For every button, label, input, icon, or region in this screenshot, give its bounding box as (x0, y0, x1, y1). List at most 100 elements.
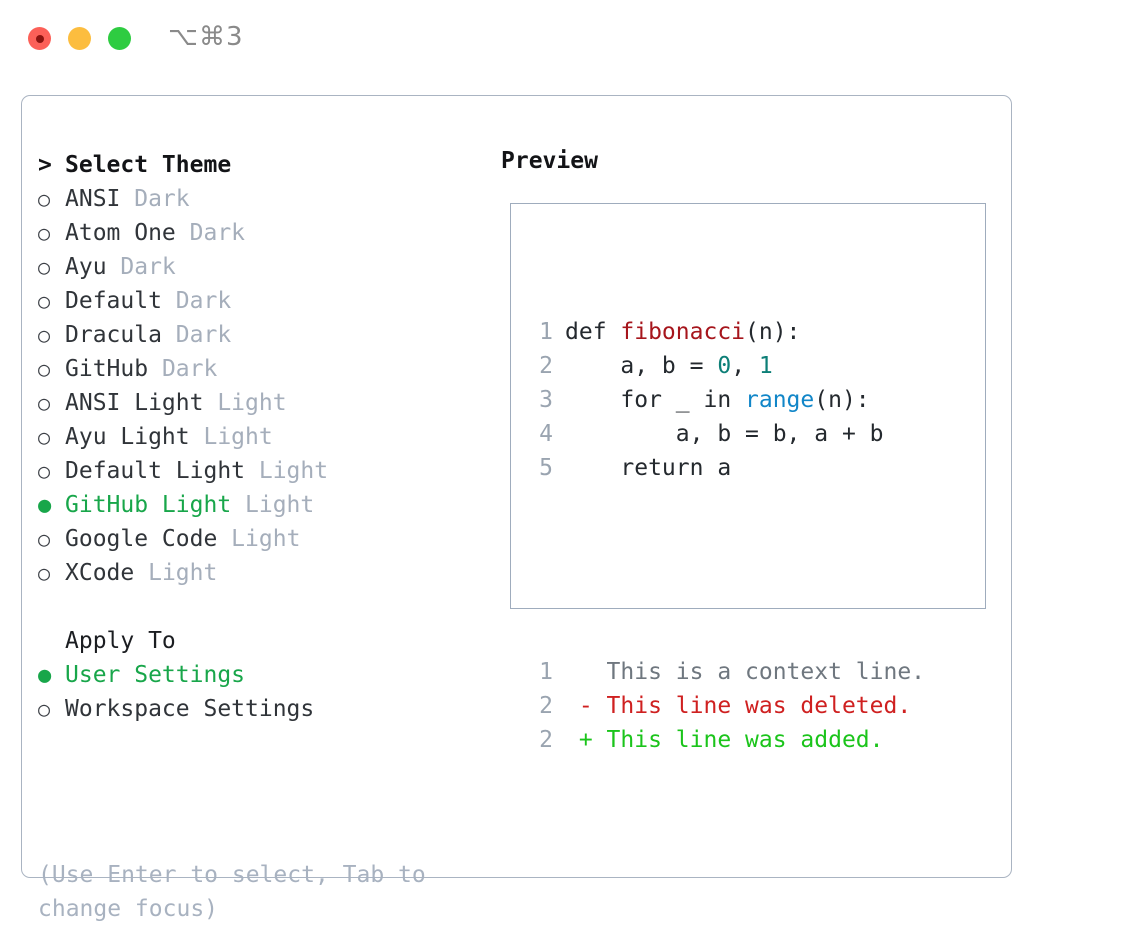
theme-selector-panel: > Select Theme ○ANSI Dark○Atom One Dark○… (21, 95, 1012, 922)
theme-option-name: ANSI (65, 186, 121, 212)
code-token-plain: , (731, 353, 759, 379)
radio-unselected-icon[interactable]: ○ (38, 391, 51, 415)
radio-unselected-icon[interactable]: ○ (38, 357, 51, 381)
keyboard-shortcut-label: ⌥⌘3 (168, 22, 244, 52)
theme-option-variant: Dark (106, 254, 176, 280)
diff-sign: + (565, 727, 607, 753)
theme-option-ayu-light[interactable]: ○ Ayu Light Light (38, 420, 478, 454)
radio-unselected-icon[interactable]: ○ (38, 289, 51, 313)
diff-line-ctx: 1 This is a context line. (529, 655, 925, 689)
theme-option-xcode[interactable]: ○ XCode Light (38, 556, 478, 590)
code-token-plain: (n): (745, 319, 801, 345)
theme-option-dracula[interactable]: ○Dracula Dark (38, 318, 478, 352)
theme-option-variant: Light (134, 560, 218, 586)
theme-option-google-code[interactable]: ○Google Code Light (38, 522, 478, 556)
close-button-inner-dot (35, 34, 44, 43)
theme-options-list: ○ ANSI Dark ○ Atom One Dark ○ Ayu Dark ○ Defaul… (38, 182, 478, 590)
radio-unselected-icon[interactable]: ○ (38, 221, 51, 245)
radio-unselected-icon[interactable]: ○ (38, 527, 51, 551)
radio-unselected-icon[interactable]: ○ (38, 255, 51, 279)
diff-text: This line was deleted. (606, 693, 912, 719)
line-number: 2 (539, 727, 553, 753)
radio-unselected-icon[interactable]: ○ (38, 561, 51, 585)
window-titlebar: ⌥⌘3 (0, 0, 1140, 76)
theme-option-variant: Dark (161, 288, 232, 314)
theme-option-atom-one[interactable]: ○ Atom One Dark (38, 216, 478, 250)
apply-to-option-workspace-settings[interactable]: ○Workspace Settings (38, 692, 478, 726)
theme-option-default-light[interactable]: ○Default Light Light (38, 454, 478, 488)
line-number: 5 (539, 455, 553, 481)
line-number: 1 (539, 659, 553, 685)
apply-to-options-list: ●User Settings○Workspace Settings (38, 658, 478, 726)
theme-option-variant: Light (189, 424, 273, 450)
theme-option-variant: Light (231, 492, 315, 518)
code-token-num: 1 (758, 353, 773, 379)
theme-option-ayu[interactable]: ○ Ayu Dark (38, 250, 478, 284)
caret-right-icon: > (38, 152, 52, 178)
radio-selected-icon[interactable]: ● (38, 663, 52, 688)
theme-option-default[interactable]: ○ Default Dark (38, 284, 478, 318)
diff-sign (565, 655, 607, 689)
diff-line-del: 2 - This line was deleted. (529, 689, 925, 723)
code-token-call: range (745, 387, 815, 413)
code-token-plain: (n): (814, 387, 870, 413)
theme-option-name: Dracula (65, 322, 162, 348)
theme-option-variant: Dark (148, 356, 218, 382)
theme-option-variant: Dark (175, 220, 246, 246)
apply-to-option-user-settings[interactable]: ●User Settings (38, 658, 478, 692)
code-token-plain: a, b = b, a + b (565, 421, 884, 447)
theme-option-github-light[interactable]: ● GitHub Light Light (38, 488, 478, 522)
theme-option-ansi-light[interactable]: ○ ANSI Light Light (38, 386, 478, 420)
radio-unselected-icon[interactable]: ○ (38, 323, 51, 347)
theme-option-name: XCode (65, 560, 135, 586)
theme-option-name: ANSI Light (65, 390, 204, 416)
apply-to-label: Apply To (65, 628, 176, 654)
radio-unselected-icon[interactable]: ○ (38, 697, 51, 721)
radio-unselected-icon[interactable]: ○ (38, 187, 51, 211)
radio-unselected-icon[interactable]: ○ (38, 459, 51, 483)
apply-to-heading: ○ Apply To (38, 624, 478, 658)
code-line: 3 for _ in range(n): (529, 383, 925, 417)
maximize-button-icon[interactable] (108, 27, 131, 50)
theme-option-name: Ayu Light (65, 424, 190, 450)
theme-list-column: > Select Theme ○ANSI Dark○Atom One Dark○… (38, 148, 478, 726)
diff-line-add: 2 + This line was added. (529, 723, 925, 757)
code-token-plain: a, b = (565, 353, 718, 379)
theme-option-name: GitHub Light (65, 492, 232, 518)
theme-option-ansi[interactable]: ○ ANSI Dark (38, 182, 478, 216)
spacer-icon: ○ (38, 624, 65, 658)
minimize-button-icon[interactable] (68, 27, 91, 50)
preview-title: Preview (501, 148, 598, 174)
code-spacer (529, 553, 925, 587)
code-line: 2 a, b = 0, 1 (529, 349, 925, 383)
diff-lines: 1 This is a context line.2 - This line w… (529, 655, 925, 757)
theme-list-heading: > Select Theme (38, 148, 478, 182)
diff-sign: - (565, 693, 607, 719)
radio-selected-icon[interactable]: ● (38, 493, 52, 518)
line-number: 4 (539, 421, 553, 447)
radio-unselected-icon[interactable]: ○ (38, 425, 51, 449)
theme-option-name: Default Light (65, 458, 246, 484)
code-token-plain: for _ in (565, 387, 746, 413)
theme-option-name: Atom One (65, 220, 176, 246)
line-number: 2 (539, 353, 553, 379)
theme-option-name: Google Code (65, 526, 218, 552)
line-number: 2 (539, 693, 553, 719)
theme-option-name: GitHub (65, 356, 149, 382)
code-line: 4 a, b = b, a + b (529, 417, 925, 451)
line-number: 1 (539, 319, 553, 345)
theme-list-heading-label: Select Theme (65, 152, 232, 178)
code-token-plain: def (565, 319, 621, 345)
theme-option-variant: Dark (120, 186, 190, 212)
theme-option-variant: Light (203, 390, 287, 416)
diff-text: This is a context line. (606, 659, 926, 685)
theme-option-name: Default (65, 288, 162, 314)
theme-option-name: Ayu (65, 254, 107, 280)
theme-option-github[interactable]: ○ GitHub Dark (38, 352, 478, 386)
code-line: 5 return a (529, 451, 925, 485)
